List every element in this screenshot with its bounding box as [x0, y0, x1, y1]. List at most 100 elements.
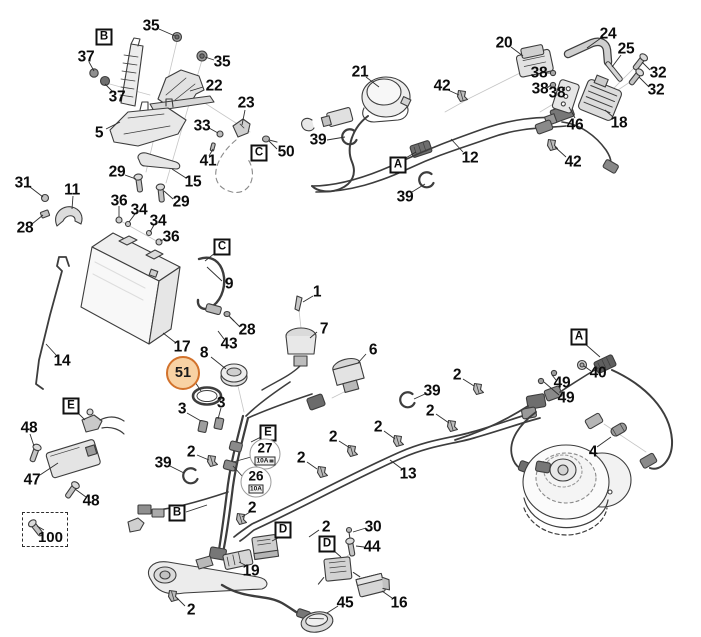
- callout-number-16[interactable]: 16: [390, 594, 408, 612]
- o-ring-51: [191, 386, 223, 406]
- section-ref-A: A: [570, 328, 588, 346]
- callout-number-38[interactable]: 38: [530, 64, 548, 82]
- callout-number-7[interactable]: 7: [319, 320, 329, 338]
- callout-number-38[interactable]: 38: [531, 80, 549, 98]
- voltage-regulator-18: [577, 74, 623, 121]
- callout-number-33[interactable]: 33: [193, 117, 211, 135]
- callout-number-32[interactable]: 32: [647, 81, 665, 99]
- callout-number-42[interactable]: 42: [433, 77, 451, 95]
- callout-number-43[interactable]: 43: [220, 335, 238, 353]
- callout-number-32[interactable]: 32: [649, 64, 667, 82]
- callout-number-3[interactable]: 3: [177, 400, 187, 418]
- callout-number-2[interactable]: 2: [452, 366, 462, 384]
- callout-number-39[interactable]: 39: [396, 188, 414, 206]
- relay-d2: [317, 556, 361, 585]
- callout-number-13[interactable]: 13: [399, 465, 417, 483]
- callout-number-8[interactable]: 8: [199, 344, 209, 362]
- callout-number-100[interactable]: 100: [37, 529, 63, 546]
- relay-d1: [251, 534, 280, 561]
- callout-number-38[interactable]: 38: [548, 84, 566, 102]
- section-ref-E: E: [62, 397, 80, 415]
- callout-number-1[interactable]: 1: [312, 283, 322, 301]
- callout-number-2[interactable]: 2: [328, 428, 338, 446]
- callout-number-30[interactable]: 30: [364, 518, 382, 536]
- callout-number-34[interactable]: 34: [149, 212, 167, 230]
- callout-number-36[interactable]: 36: [110, 192, 128, 210]
- callout-number-35[interactable]: 35: [213, 53, 231, 71]
- callout-number-29[interactable]: 29: [172, 193, 190, 211]
- callout-number-49[interactable]: 49: [553, 374, 571, 392]
- callout-number-31[interactable]: 31: [14, 174, 32, 192]
- callout-number-24[interactable]: 24: [599, 25, 617, 43]
- callout-number-40[interactable]: 40: [589, 364, 607, 382]
- callout-number-47[interactable]: 47: [23, 471, 41, 489]
- section-ref-A: A: [389, 156, 407, 174]
- callout-number-4[interactable]: 4: [588, 443, 598, 461]
- callout-number-17[interactable]: 17: [173, 338, 191, 356]
- section-ref-C: C: [250, 144, 268, 162]
- callout-number-44[interactable]: 44: [363, 538, 381, 556]
- accessory-dashed-box: 100: [22, 512, 68, 547]
- callout-number-22[interactable]: 22: [205, 77, 223, 95]
- callout-number-37[interactable]: 37: [108, 88, 126, 106]
- section-ref-C: C: [213, 238, 231, 256]
- callout-number-28[interactable]: 28: [238, 321, 256, 339]
- callout-number-12[interactable]: 12: [461, 149, 479, 167]
- callout-number-14[interactable]: 14: [53, 352, 71, 370]
- ground-cable: [196, 256, 235, 322]
- callout-number-37[interactable]: 37: [77, 48, 95, 66]
- callout-number-46[interactable]: 46: [566, 116, 584, 134]
- callout-number-39[interactable]: 39: [309, 131, 327, 149]
- callout-number-2[interactable]: 2: [186, 443, 196, 461]
- elbow-sleeve-24: [563, 37, 613, 67]
- tube-25: [605, 61, 623, 82]
- ignition-module: [301, 76, 412, 193]
- callout-number-48[interactable]: 48: [82, 492, 100, 510]
- callout-number-11[interactable]: 11: [64, 181, 80, 199]
- callout-number-50[interactable]: 50: [277, 143, 295, 161]
- callout-number-42[interactable]: 42: [564, 153, 582, 171]
- callout-number-49[interactable]: 49: [557, 389, 575, 407]
- callout-number-23[interactable]: 23: [237, 94, 255, 112]
- callout-number-2[interactable]: 2: [296, 449, 306, 467]
- callout-number-15[interactable]: 15: [184, 173, 202, 191]
- callout-number-28[interactable]: 28: [16, 219, 34, 237]
- callout-number-6[interactable]: 6: [368, 341, 378, 359]
- handlebar-bracket-assembly: [39, 31, 278, 246]
- callout-number-34[interactable]: 34: [130, 201, 148, 219]
- callout-number-29[interactable]: 29: [108, 163, 126, 181]
- fuse-icon: [269, 459, 274, 462]
- leader-lines: [29, 28, 651, 614]
- fuse-rating-badge: 10A: [248, 484, 264, 493]
- callout-number-3[interactable]: 3: [216, 394, 226, 412]
- callout-number-48[interactable]: 48: [20, 419, 38, 437]
- callout-number-25[interactable]: 25: [617, 40, 635, 58]
- callout-number-2[interactable]: 2: [425, 402, 435, 420]
- callout-number-2[interactable]: 2: [373, 418, 383, 436]
- callout-number-35[interactable]: 35: [142, 17, 160, 35]
- callout-number-5[interactable]: 5: [94, 124, 104, 142]
- callout-number-39[interactable]: 39: [423, 382, 441, 400]
- callout-number-41[interactable]: 41: [199, 152, 217, 170]
- callout-number-39[interactable]: 39: [154, 454, 172, 472]
- callout-number-45[interactable]: 45: [336, 594, 354, 612]
- highlighted-callout-51[interactable]: 51: [166, 356, 200, 390]
- callout-number-21[interactable]: 21: [351, 63, 369, 81]
- callout-number-9[interactable]: 9: [224, 275, 234, 293]
- relay-16: [355, 572, 391, 598]
- bracket-46: [551, 79, 580, 114]
- callout-number-19[interactable]: 19: [242, 562, 260, 580]
- fuse-rating-badge: 10A: [254, 456, 276, 465]
- callout-number-2[interactable]: 2: [186, 601, 196, 619]
- callout-number-18[interactable]: 18: [610, 114, 628, 132]
- callout-number-36[interactable]: 36: [162, 228, 180, 246]
- lower-bracket-assembly: [147, 549, 334, 633]
- callout-number-20[interactable]: 20: [495, 34, 513, 52]
- callout-number-2[interactable]: 2: [321, 518, 331, 536]
- callout-number-2[interactable]: 2: [247, 499, 257, 517]
